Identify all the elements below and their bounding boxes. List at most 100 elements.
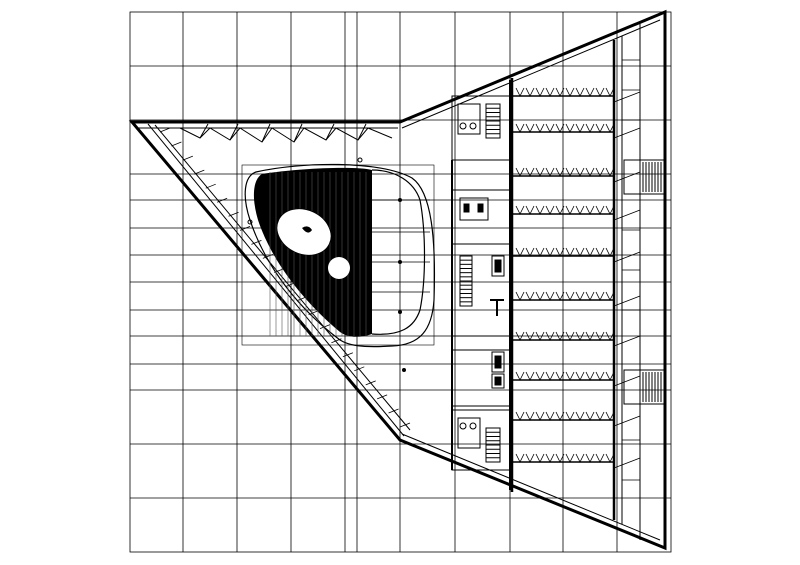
bay-marker xyxy=(525,167,535,177)
bay-marker xyxy=(575,123,585,133)
bay-marker xyxy=(525,453,535,463)
facade-fin xyxy=(388,408,399,414)
atrium-island-detail xyxy=(302,226,312,233)
facade-fin xyxy=(205,183,216,189)
facade-fin xyxy=(251,240,262,245)
bay-marker xyxy=(525,123,535,133)
atrium-outer-edge xyxy=(244,163,436,348)
bay-marker xyxy=(585,331,595,341)
stair-outline xyxy=(485,427,501,463)
bay-marker xyxy=(555,453,565,463)
bay-marker xyxy=(585,247,595,257)
bay-marker xyxy=(605,453,615,463)
bay-marker xyxy=(575,167,585,177)
bay-diagonal xyxy=(613,375,641,387)
bay-marker xyxy=(595,87,605,97)
bay-marker xyxy=(605,291,615,301)
facade-fin xyxy=(319,324,331,330)
structural-grid xyxy=(129,11,672,553)
bay-marker xyxy=(545,411,555,421)
bay-marker xyxy=(565,453,575,463)
facade-fins-southwest xyxy=(159,127,411,428)
facade-fin xyxy=(354,366,365,372)
bay-marker xyxy=(555,87,565,97)
facade-fin xyxy=(262,254,274,259)
bay-marker xyxy=(585,123,595,133)
bay-marker xyxy=(575,411,585,421)
bay-marker xyxy=(585,411,595,421)
bay-marker xyxy=(545,331,555,341)
bay-marker xyxy=(555,291,565,301)
bay-marker xyxy=(605,411,615,421)
bay-diagonal xyxy=(613,127,641,139)
bay-marker xyxy=(535,371,545,381)
restroom-north xyxy=(457,103,481,135)
bay-marker xyxy=(575,291,585,301)
facade-fin xyxy=(365,380,376,386)
atrium xyxy=(241,157,436,372)
bay-marker xyxy=(565,87,575,97)
bay-marker xyxy=(525,371,535,381)
bay-marker xyxy=(525,291,535,301)
bay-diagonal xyxy=(613,209,641,221)
restroom-mid xyxy=(459,197,489,221)
bay-marker xyxy=(545,371,555,381)
restroom-south xyxy=(457,417,481,449)
bay-marker xyxy=(525,247,535,257)
bay-marker xyxy=(605,247,615,257)
outer-wall-west xyxy=(128,9,667,551)
facade-fins-north xyxy=(179,123,393,143)
bay-marker xyxy=(515,167,525,177)
bay-rows xyxy=(512,87,641,469)
bay-marker xyxy=(515,331,525,341)
bay-marker xyxy=(595,411,605,421)
bay-marker xyxy=(605,123,615,133)
bay-marker xyxy=(585,205,595,215)
bay-marker xyxy=(545,167,555,177)
bay-marker xyxy=(535,87,545,97)
core-circulation xyxy=(451,80,511,490)
bay-marker xyxy=(605,331,615,341)
bay-marker xyxy=(575,453,585,463)
building-outline xyxy=(128,9,667,551)
bay-marker xyxy=(595,371,605,381)
bay-marker xyxy=(595,453,605,463)
stair-north xyxy=(485,103,501,139)
bay-marker xyxy=(545,453,555,463)
bay-marker xyxy=(565,247,575,257)
facade-fin xyxy=(171,141,182,147)
bay-marker xyxy=(535,123,545,133)
bay-marker xyxy=(595,123,605,133)
bay-marker xyxy=(535,411,545,421)
facade-fin xyxy=(228,211,239,217)
bay-marker xyxy=(525,205,535,215)
east-rooms xyxy=(622,24,667,540)
bay-marker xyxy=(575,247,585,257)
bay-marker xyxy=(535,205,545,215)
facade-fin xyxy=(239,225,251,231)
bay-marker xyxy=(545,205,555,215)
bay-marker xyxy=(585,453,595,463)
bay-diagonal xyxy=(613,251,641,263)
bay-marker xyxy=(535,247,545,257)
bay-marker xyxy=(565,123,575,133)
bay-diagonal xyxy=(613,171,641,183)
atrium-island-large xyxy=(276,208,332,256)
bay-diagonal xyxy=(613,335,641,347)
core-block-center xyxy=(451,243,511,337)
bay-marker xyxy=(605,205,615,215)
bay-marker xyxy=(565,167,575,177)
stair-east-south xyxy=(623,369,667,405)
bay-marker xyxy=(595,205,605,215)
bay-marker xyxy=(545,87,555,97)
bay-marker xyxy=(575,205,585,215)
elevator-3 xyxy=(491,373,505,389)
bay-marker xyxy=(525,87,535,97)
atrium-inner-right xyxy=(371,169,426,335)
bay-marker xyxy=(605,371,615,381)
facade-fin xyxy=(399,422,411,428)
facade-fin xyxy=(182,155,194,161)
bay-marker xyxy=(515,123,525,133)
bay-marker xyxy=(565,331,575,341)
bay-marker xyxy=(595,167,605,177)
